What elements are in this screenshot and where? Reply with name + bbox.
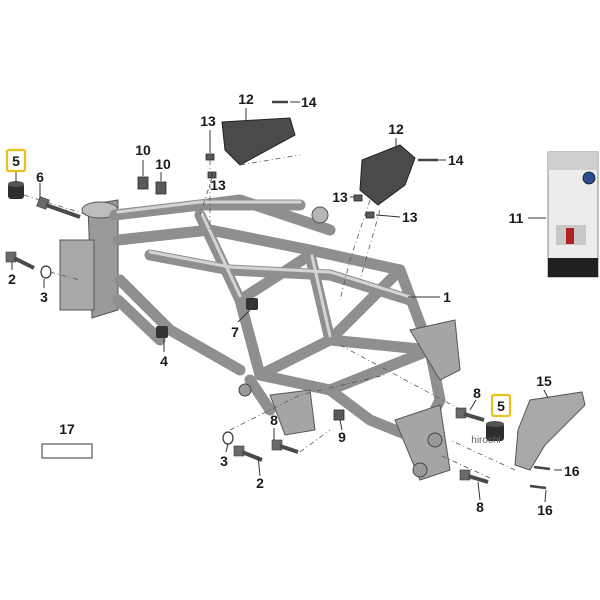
clip-10-b [155, 181, 167, 195]
callout-17: 17 [59, 421, 75, 437]
callout-16-b: 16 [537, 502, 553, 518]
callout-14-right: 14 [448, 152, 464, 168]
callout-6: 6 [36, 169, 44, 185]
callout-3-left: 3 [40, 289, 48, 305]
callout-13-c: 13 [332, 189, 348, 205]
bolt-8-lower-left [271, 439, 299, 454]
watermark-text: hirochi [471, 435, 500, 446]
bolt-6 [36, 196, 81, 219]
callout-12-left: 12 [238, 91, 254, 107]
screw-16-b [529, 484, 547, 490]
rubber-bush-right [486, 421, 504, 441]
callout-7: 7 [231, 324, 239, 340]
callout-15: 15 [536, 373, 552, 389]
callout-14-left: 14 [301, 94, 317, 110]
bolt-8-lower-right [459, 469, 489, 484]
callout-5-right: 5 [497, 398, 505, 414]
callout-3-lower: 3 [220, 453, 228, 469]
bush-7 [246, 298, 258, 310]
main-frame [59, 194, 461, 481]
clip-10-a [137, 176, 149, 190]
label-plate-17 [41, 443, 93, 459]
callout-1: 1 [443, 289, 451, 305]
bush-4 [156, 326, 168, 338]
nut-13-d [365, 211, 375, 219]
callout-9: 9 [338, 429, 346, 445]
callout-labels: 5 6 2 3 10 10 13 13 12 14 12 14 13 13 11… [8, 91, 580, 518]
callout-2-left: 2 [8, 271, 16, 287]
callout-8-lower-left: 8 [270, 412, 278, 428]
nut-13-a [205, 153, 215, 161]
highlight-box-5-left [5, 148, 27, 173]
callout-12-right: 12 [388, 121, 404, 137]
washer-3-left [40, 265, 52, 279]
cover-12-right [359, 144, 416, 206]
washer-3-lower [222, 431, 234, 445]
callout-16-a: 16 [564, 463, 580, 479]
callout-11: 11 [509, 210, 524, 226]
callout-2-lower: 2 [256, 475, 264, 491]
screw-16-a [533, 465, 551, 471]
callout-10-b: 10 [155, 156, 171, 172]
assembly-lines [23, 154, 516, 479]
callout-10-a: 10 [135, 142, 151, 158]
callout-13-a: 13 [200, 113, 216, 129]
nut-13-c [353, 194, 363, 202]
heel-guard-15 [514, 391, 586, 471]
callout-5-left: 5 [12, 153, 20, 169]
callout-13-b: 13 [210, 177, 226, 193]
leader-lines [11, 101, 562, 503]
callout-8-lower-right: 8 [476, 499, 484, 515]
clip-9 [333, 409, 345, 421]
cover-12-left [221, 117, 296, 166]
bolt-2-left [5, 251, 35, 270]
callout-4: 4 [160, 353, 168, 369]
callout-13-d: 13 [402, 209, 418, 225]
rubber-bush-left [8, 181, 24, 199]
highlight-box-5-right [490, 393, 512, 418]
touch-up-pen-package [547, 151, 599, 278]
callout-8-upper-right: 8 [473, 385, 481, 401]
